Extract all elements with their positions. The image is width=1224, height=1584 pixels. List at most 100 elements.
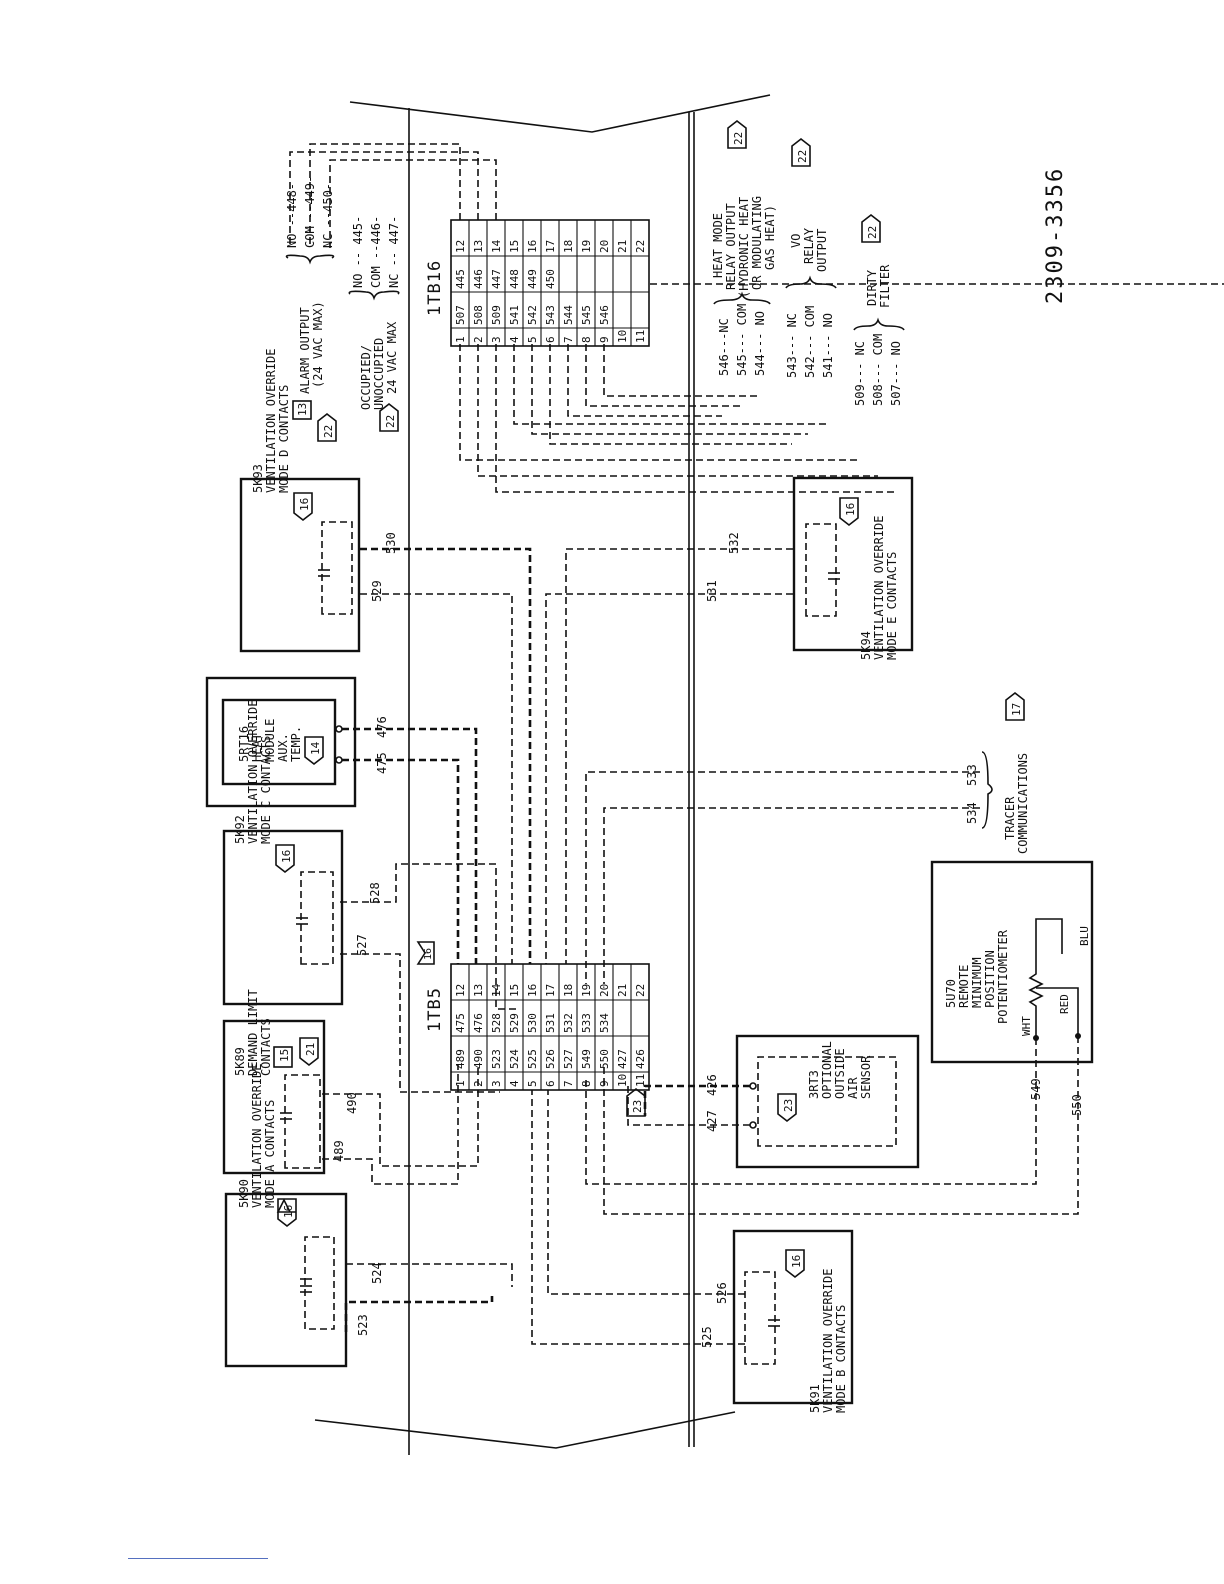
5k91-line-1: 5K91 [808,1384,822,1413]
wire-534: 534 [965,802,979,824]
3rt3-line-4: AIR [846,1077,860,1099]
wire-530: 530 [384,532,398,554]
5k91-line-3: MODE B CONTACTS [834,1305,848,1413]
wire-528: 528 [368,882,382,904]
tb16-cell: 448 [508,269,521,289]
occupied-unoccupied: 22 OCCUPIED/ UNOCCUPIED 24 VAC MAX NO --… [348,216,401,432]
tb16-cell: 507 [454,305,467,325]
5k90-tag: 16 [282,1205,295,1218]
occupied-line-1: OCCUPIED/ [359,345,373,410]
5rt16-line-4: AUX. [276,733,290,762]
tb16-cell: 11 [634,330,647,343]
tb5-cell: 532 [562,1013,575,1033]
wire-523: 523 [356,1314,370,1336]
tb16-cell: 14 [490,239,503,253]
tb5-label: 1TB5 [425,987,445,1032]
tb5-cell: 529 [508,1013,521,1033]
tb5-cell: 528 [490,1013,503,1033]
tracer-line-2: COMMUNICATIONS [1016,753,1030,854]
5k90-line-3: MODE A CONTACTS [263,1100,277,1208]
5k93-tag: 16 [298,498,311,511]
tracer-tag: 17 [1010,703,1023,716]
wire-527: 527 [355,934,369,956]
component-5u70: 5U70 REMOTE MINIMUM POSITION POTENTIOMET… [930,860,1094,1116]
tb16-cell: 7 [562,336,575,343]
component-5k90: 5K90 VENTILATION OVERRIDE MODE A CONTACT… [224,1064,384,1368]
tb16-cell: 18 [562,240,575,253]
tb16-cell: 20 [598,240,611,253]
tb5-tag: 16 [423,948,434,960]
tb5-cell: 15 [508,984,521,997]
tb16-cell: 446 [472,269,485,289]
component-3rt3: 3RT3 OPTIONAL OUTSIDE AIR SENSOR 23 427 … [705,1034,920,1169]
tb5-cell: 4 [508,1080,521,1087]
heat-mode-term-nc: 546---NC [717,318,731,376]
alarm-line-2: (24 VAC MAX) [311,301,325,388]
tb5-cell: 525 [526,1049,539,1069]
component-5k92: 5K92 VENTILATION OVERRIDE MODE C CONTACT… [222,700,382,1006]
alarm-term-com: COM --449- [303,176,317,248]
vo-relay-term-no: 541--- NO [821,313,835,378]
5rt16-line-1: 5RT16 [237,726,251,762]
tb5-cell: 20 [598,984,611,997]
5k94-line-2: VENTILATION OVERRIDE [872,516,886,661]
tb16-label: 1TB16 [425,260,445,316]
wire-427: 427 [705,1110,719,1132]
tb16-cell: 3 [490,336,503,343]
vo-relay-output: 22 VO RELAY OUTPUT 543--- NC 542--- COM … [785,137,837,378]
wire-529: 529 [370,580,384,602]
5k90-line-2: VENTILATION OVERRIDE [250,1064,264,1209]
frame-lines [314,94,771,1455]
5rt16-line-5: TEMP. [289,726,303,762]
tb16-cell: 450 [544,269,557,289]
tb5-cell: 426 [634,1049,647,1069]
5k90-tag-marker [277,1198,297,1228]
tb16-cell: 5 [526,336,539,343]
tb5-cell: 1 [454,1080,467,1087]
heat-mode-line-4: OR MODULATING [750,196,764,290]
alarm-term-nc: NC --450- [321,183,335,248]
tb16-cell: 15 [508,240,521,253]
tb16-cell: 1 [454,336,467,343]
heat-mode-line-3: (HYDRONIC HEAT [737,197,751,298]
5k92-line-2: VENTILATION OVERRIDE [246,700,260,845]
tb5-cell: 22 [634,984,647,997]
5rt16-tag: 14 [309,741,322,755]
5u70-line-1: 5U70 [944,979,958,1008]
tb16-cell: 8 [580,336,593,343]
5k92-line-1: 5K92 [233,815,247,844]
dirty-filter-term-nc: 509--- NC [853,341,867,406]
3rt3-line-2: OPTIONAL [820,1041,834,1099]
occupied-line-3: 24 VAC MAX [385,321,399,394]
dirty-filter-line-1: DIRTY [865,269,879,306]
tb5-cell: 3 [490,1080,503,1087]
tracer-line-1: TRACER [1003,796,1017,840]
heat-mode-tag: 22 [732,132,745,145]
wire-489: 489 [332,1140,346,1162]
tb16-cell: 17 [544,240,557,253]
tb16-cell: 447 [490,269,503,289]
heat-mode-term-no: 544--- NO [753,311,767,376]
5u70-red: RED [1058,994,1071,1014]
5k94-line-3: MODE E CONTACTS [885,552,899,660]
5rt16-line-3: MODULE [263,719,277,762]
drawing-number: 2309-3356 [1043,167,1068,304]
occupied-tag: 22 [384,415,397,428]
vo-relay-line-3: OUTPUT [815,229,829,272]
5u70-line-4: POSITION [983,950,997,1008]
alarm-output: 13 22 ALARM OUTPUT (24 VAC MAX) NO --448… [285,176,337,442]
alarm-term-no: NO --448- [285,183,299,248]
occupied-term-com: COM --446- [369,216,383,288]
vo-relay-term-nc: 543--- NC [785,313,799,378]
5k89-line-2: DEMAND LIMIT [246,989,260,1076]
tb16-cell: 546 [598,305,611,325]
tb5-cell: 18 [562,984,575,997]
tb16-cell: 13 [472,240,485,253]
tb5-cell: 475 [454,1013,467,1033]
tb5-cell: 549 [580,1049,593,1069]
vo-relay-term-com: 542--- COM [803,306,817,378]
terminal-block-1tb5: 1TB5 16 14894751224904761335235281445245… [416,941,650,1091]
tb16-cell: 508 [472,305,485,325]
tb16-cell: 4 [508,336,521,343]
